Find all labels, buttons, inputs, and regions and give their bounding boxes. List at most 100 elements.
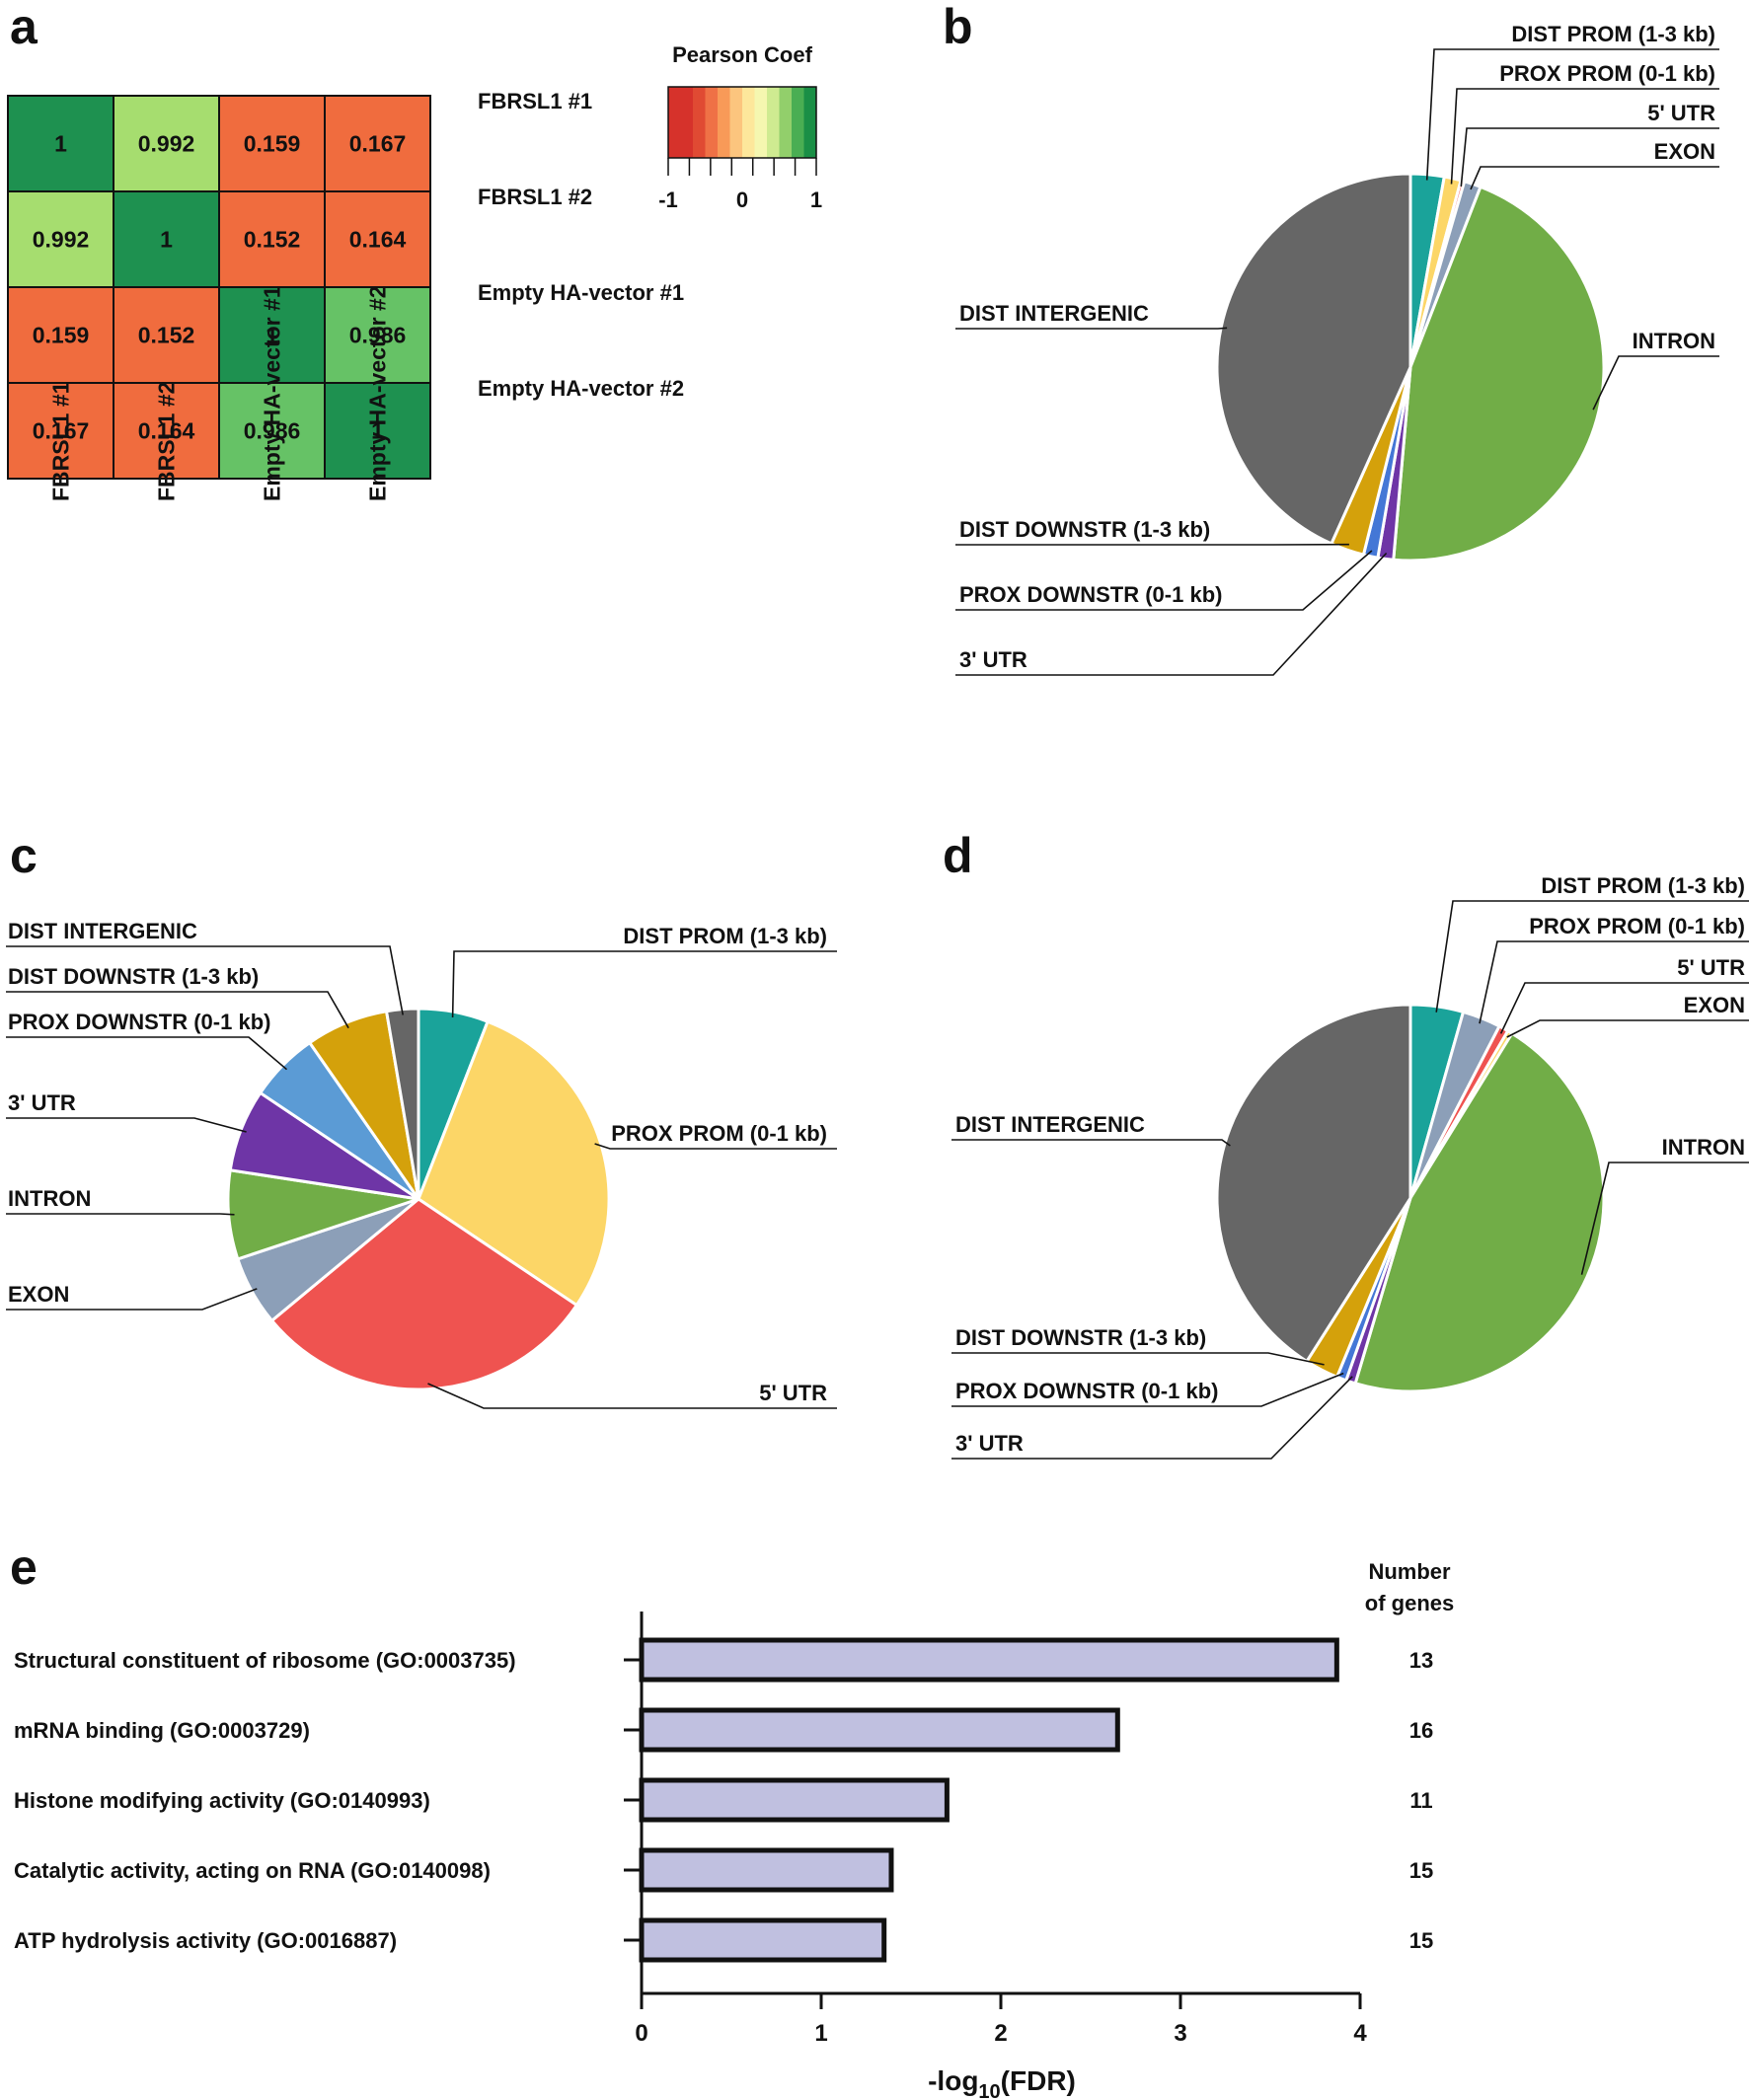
x-tick-label: 3 [1174,2020,1186,2047]
heatmap-cell-value: 0.152 [244,227,301,253]
heatmap-row-label: Empty HA-vector #2 [478,376,684,401]
heatmap-cell-value: 0.167 [349,131,407,157]
pie-slice [417,1019,611,1308]
colorbar-swatch [742,87,755,158]
heatmap-cell [218,286,326,384]
pie-leader-line [1460,127,1719,187]
colorbar-swatch [693,87,706,158]
pie-leader-line [1450,88,1719,185]
gene-count-value: 15 [1409,1858,1433,1883]
gene-count-value: 15 [1409,1928,1433,1953]
bar [639,1847,894,1893]
pie-leader-line [594,1143,837,1150]
colorbar-swatch [729,87,743,158]
pie-leader-line [1479,940,1749,1024]
x-tick-label: 2 [994,2020,1007,2047]
heatmap-cell-value: 0.164 [138,418,195,444]
heatmap-cell-value: 0.986 [349,323,407,348]
colorbar-swatch [792,87,804,158]
pie-leader-line [1506,1019,1749,1038]
heatmap-cell [7,190,114,288]
pie-label: INTRON [1633,329,1715,353]
pie-leader-line [951,1139,1231,1147]
x-tick-label: 4 [1353,2020,1367,2047]
pie-label: PROX PROM (0-1 kb) [1529,914,1745,938]
heatmap-column-label: Empty HA-vector #2 [365,285,391,501]
colorbar-swatch [668,87,681,158]
pie-leader-line [955,327,1228,330]
heatmap-cell [324,382,431,480]
bar-category-label: ATP hydrolysis activity (GO:0016887) [14,1928,397,1953]
colorbar-tick-label: 0 [736,188,748,212]
pie-label: 5' UTR [1647,101,1715,125]
pie-label: DIST INTERGENIC [8,919,197,943]
pie-label: INTRON [8,1186,91,1211]
pie-slice [1392,185,1606,562]
pie-leader-line [6,945,404,1015]
pie-slice [1215,1003,1412,1364]
heatmap-cell-value: 0.986 [244,418,301,444]
heatmap-cell-value: 1 [54,131,67,157]
heatmap-column-label: Empty HA-vector #1 [260,285,285,501]
pie-leader-line [6,1288,258,1311]
pie-label: EXON [1684,993,1745,1017]
colorbar-swatch [705,87,719,158]
colorbar-swatch [680,87,694,158]
pie-label: DIST PROM (1-3 kb) [623,924,827,948]
pie-leader-line [1580,1162,1749,1275]
pie-label: PROX PROM (0-1 kb) [611,1121,827,1146]
pie-label: 3' UTR [959,647,1027,672]
pie-label: DIST INTERGENIC [959,301,1149,326]
heatmap-row-label: FBRSL1 #2 [478,185,592,209]
heatmap-cell [113,286,220,384]
pie-label: DIST INTERGENIC [955,1112,1145,1137]
heatmap-cell-value: 0.167 [33,418,90,444]
heatmap-cell-value: 0.992 [33,227,90,253]
pie-label: PROX DOWNSTR (0-1 kb) [955,1379,1218,1403]
pie-leader-line [6,1213,235,1216]
pie-label: PROX DOWNSTR (0-1 kb) [8,1010,270,1034]
pie-leader-line [951,1352,1325,1366]
heatmap-cell-value: 0.992 [138,131,195,157]
heatmap-column-label: FBRSL1 #2 [154,382,180,501]
pie-leader-line [955,550,1373,611]
pie-label: EXON [8,1282,69,1307]
pie-leader-line [6,991,349,1029]
pie-label: PROX DOWNSTR (0-1 kb) [959,582,1222,607]
pie-label: DIST PROM (1-3 kb) [1511,22,1715,46]
pie-label: INTRON [1662,1135,1745,1160]
pie-label: PROX PROM (0-1 kb) [1499,61,1715,86]
pie-leader-line [427,1383,837,1409]
panel-letter-a: a [10,0,38,54]
pie-label: 5' UTR [1677,955,1745,980]
pie-label: 5' UTR [759,1381,827,1405]
bar-category-label: mRNA binding (GO:0003729) [14,1718,310,1743]
pie-chart-b: DIST PROM (1-3 kb) PROX PROM (0-1 kb) 5' U… [955,22,1719,676]
colorbar-title: Pearson Coef [672,42,812,67]
heatmap-cell [218,382,326,480]
heatmap-cell-value: 0.159 [33,323,90,348]
heatmap-cell [324,286,431,384]
colorbar-swatch [803,87,817,158]
x-tick-label: 1 [814,2020,827,2047]
gene-count-value: 16 [1409,1718,1433,1743]
x-axis-title: -log10(FDR) [928,2065,1076,2100]
heatmap-cell-value: 1 [160,227,173,253]
colorbar-swatch [779,87,793,158]
bar [639,1777,950,1823]
heatmap-row-label: FBRSL1 #1 [478,89,592,113]
bar [639,1917,887,1963]
x-axis-title-sub: 10 [978,2081,1000,2100]
x-axis-title-prefix: -log [928,2065,978,2096]
heatmap-cell-value: 1 [371,418,384,444]
colorbar-swatch [718,87,730,158]
pie-label: DIST PROM (1-3 kb) [1541,873,1745,898]
panel-letter-b: b [943,0,973,54]
pie-label: EXON [1654,139,1715,164]
